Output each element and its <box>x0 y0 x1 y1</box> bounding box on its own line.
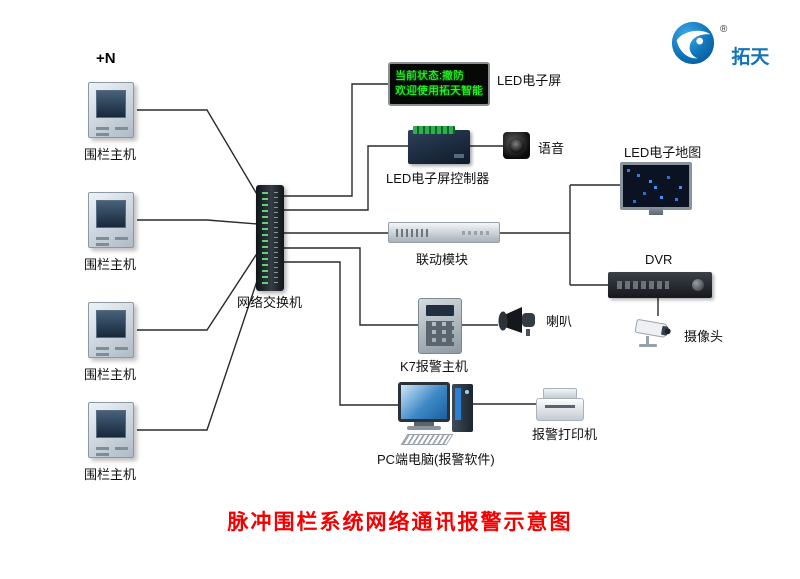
brand-logo: ® 拓天 <box>670 20 769 69</box>
k7-keypad <box>426 321 454 346</box>
led-map-pixels <box>627 169 630 172</box>
brand-logo-icon <box>671 21 715 65</box>
pc-keyboard-icon <box>400 434 454 445</box>
printer-slot <box>545 405 575 408</box>
k7-alarm-host-icon <box>418 298 462 354</box>
fence-host-device-3-icon <box>88 302 134 358</box>
printer-body <box>536 398 584 421</box>
pc-monitor-screen <box>401 385 447 419</box>
fence-host-label-4: 围栏主机 <box>84 467 137 482</box>
horn-label: 喇叭 <box>546 314 573 329</box>
pc-monitor-base <box>407 426 441 430</box>
dvr-device-icon <box>608 272 712 298</box>
linkage-module-label: 联动模块 <box>416 252 469 267</box>
fence-host-label-1: 围栏主机 <box>84 147 137 162</box>
led-screen-line1: 当前状态:撤防 <box>395 70 465 82</box>
camera-label: 摄像头 <box>684 329 724 344</box>
plus-n-label: +N <box>96 50 116 67</box>
dvr-label: DVR <box>645 252 673 267</box>
voice-label: 语音 <box>538 141 565 156</box>
pc-tower-icon <box>452 384 473 432</box>
brand-name: 拓天 <box>731 47 770 68</box>
fence-host-label-3: 围栏主机 <box>84 367 137 382</box>
network-switch-icon <box>256 185 284 291</box>
network-switch-label: 网络交换机 <box>237 295 303 310</box>
registered-mark: ® <box>720 24 728 35</box>
fence-host-device-2-icon <box>88 192 134 248</box>
pc-monitor-icon <box>398 382 450 422</box>
fence-host-device-4-icon <box>88 402 134 458</box>
horn-speaker-icon <box>498 307 535 336</box>
page-title: 脉冲围栏系统网络通讯报警示意图 <box>227 511 573 534</box>
led-controller-icon <box>408 126 470 164</box>
cctv-camera-icon <box>634 319 671 347</box>
fence-host-device-1-icon <box>88 82 134 138</box>
led-controller-label: LED电子屏控制器 <box>386 171 490 186</box>
pc-monitor-stand <box>414 422 434 426</box>
voice-speaker-icon <box>503 132 530 159</box>
led-screen-label: LED电子屏 <box>497 73 562 88</box>
led-screen-icon: 当前状态:撤防 欢迎使用拓天智能 <box>388 62 490 106</box>
led-map-label: LED电子地图 <box>624 145 702 160</box>
fence-host-label-2: 围栏主机 <box>84 257 137 272</box>
k7-screen <box>426 305 454 316</box>
alarm-printer-icon <box>536 388 584 422</box>
linkage-module-icon <box>388 222 500 243</box>
k7-label: K7报警主机 <box>400 359 468 374</box>
pc-label: PC端电脑(报警软件) <box>377 452 495 467</box>
led-screen-line2: 欢迎使用拓天智能 <box>395 85 483 97</box>
printer-label: 报警打印机 <box>532 427 598 442</box>
led-map-icon <box>620 162 692 215</box>
